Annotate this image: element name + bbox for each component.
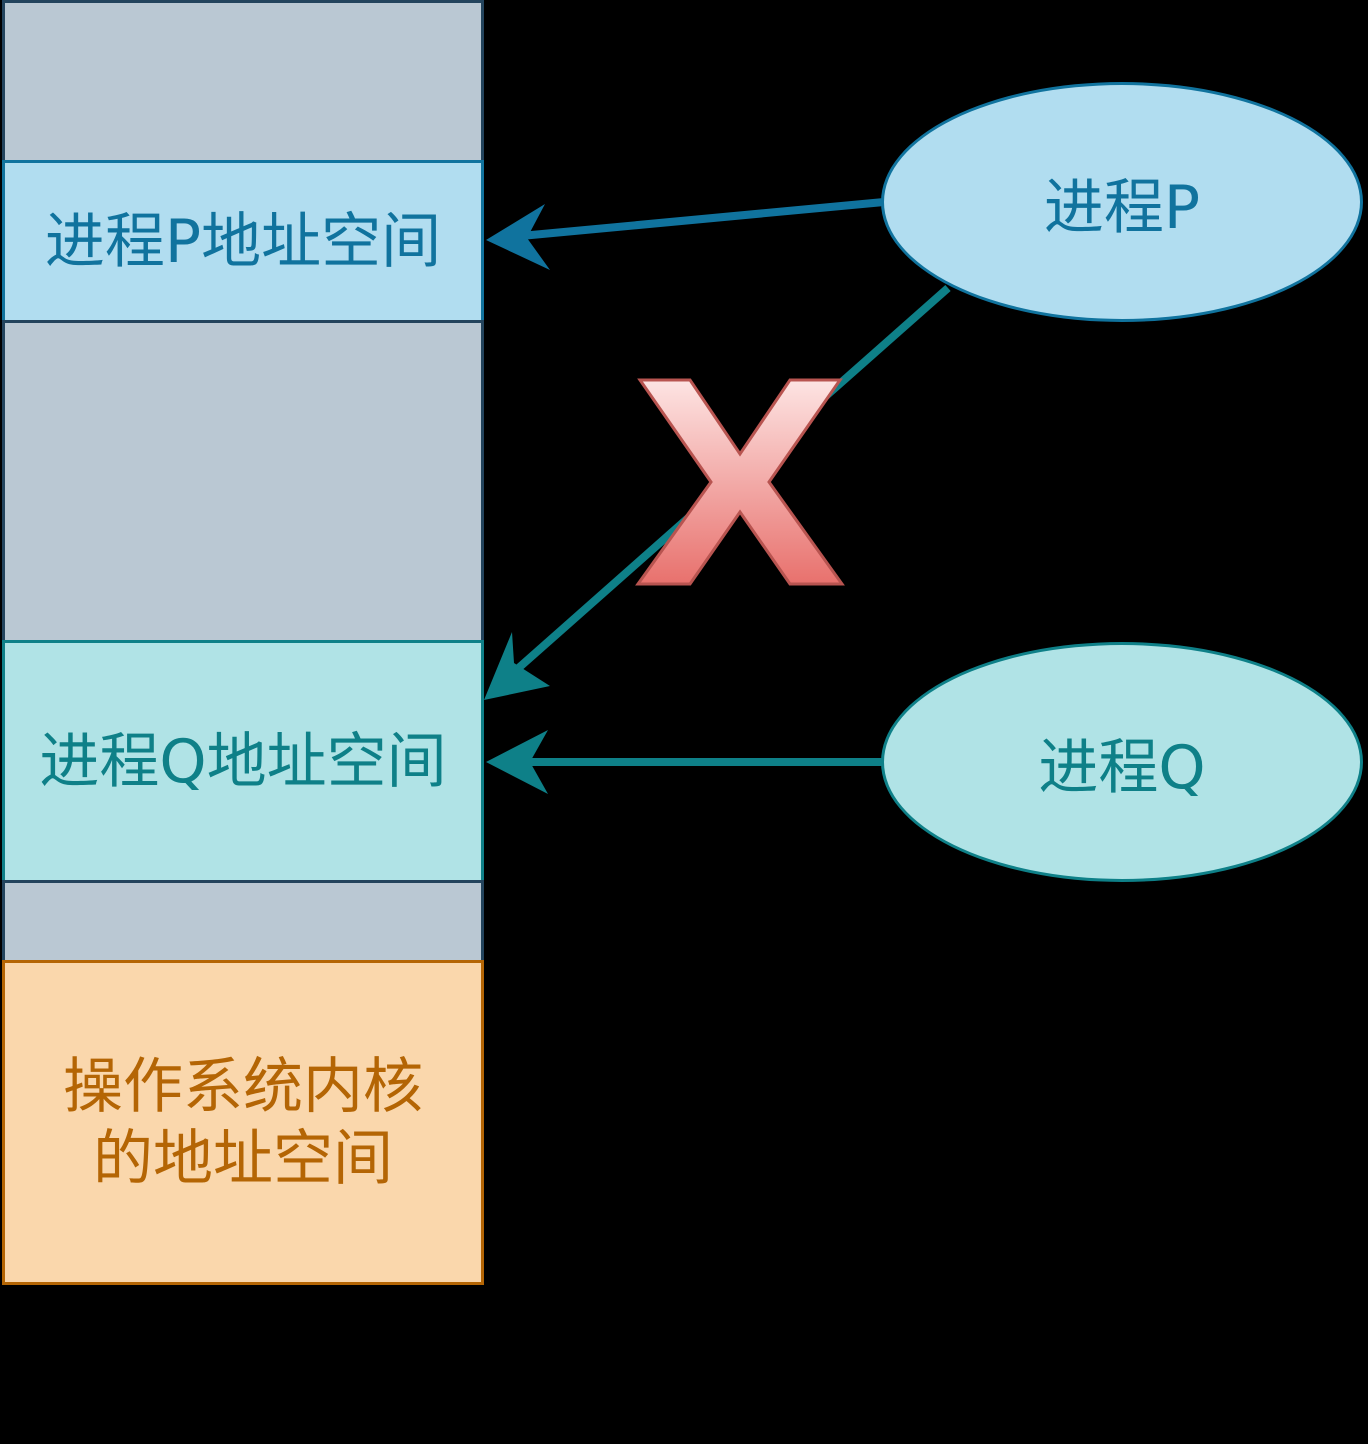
process-q-label: 进程Q	[1038, 732, 1206, 803]
arrowhead-q-space-from-p	[484, 632, 550, 700]
kernel-address-space: 操作系统内核 的地址空间	[2, 960, 484, 1285]
arrowhead-p-space	[486, 204, 550, 270]
process-p-label: 进程P	[1043, 172, 1201, 243]
process-p-address-space-label: 进程P地址空间	[44, 206, 442, 277]
process-q-node: 进程Q	[881, 642, 1363, 882]
process-q-address-space-label: 进程Q地址空间	[39, 726, 447, 797]
free-memory-middle	[2, 320, 484, 643]
kernel-label-line1: 操作系统内核	[63, 1051, 423, 1122]
free-memory-top	[2, 0, 484, 163]
forbidden-x-icon	[635, 378, 845, 586]
free-memory-lower	[2, 880, 484, 963]
process-p-address-space: 进程P地址空间	[2, 160, 484, 323]
process-p-node: 进程P	[881, 82, 1363, 322]
arrowhead-q-space	[486, 730, 548, 794]
kernel-address-space-label: 操作系统内核 的地址空间	[63, 1051, 423, 1195]
process-q-address-space: 进程Q地址空间	[2, 640, 484, 883]
kernel-label-line2: 的地址空间	[93, 1123, 393, 1194]
arrow-p-to-p-space	[509, 198, 885, 241]
